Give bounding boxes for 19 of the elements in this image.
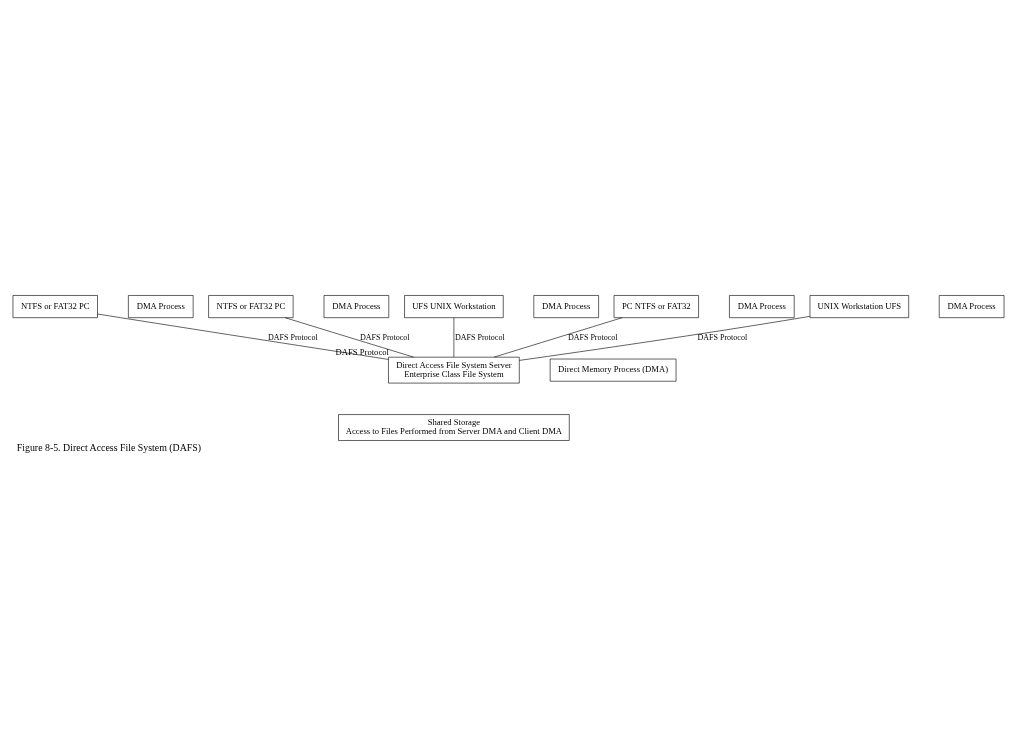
node-box: DMA Process xyxy=(533,294,599,318)
node-box: Direct Access File System Server Enterprise Class File System xyxy=(388,356,520,383)
connector xyxy=(493,316,623,357)
node-box: DMA Process xyxy=(128,294,194,318)
node-box: Shared Storage Access to Files Performed from Server DMA and Client DMA xyxy=(338,413,570,441)
node-box: PC NTFS or FAT32 xyxy=(613,294,699,318)
node-box: DMA Process xyxy=(729,294,795,318)
node-label: DAFS Protocol xyxy=(335,346,389,357)
caption: Figure 8-5. Direct Access File System (DAFS) xyxy=(16,441,202,453)
node-box: Direct Memory Process (DMA) xyxy=(549,358,677,382)
connector xyxy=(519,315,811,361)
node-box: NTFS or FAT32 PC xyxy=(208,294,294,318)
node-box: DMA Process xyxy=(323,294,390,318)
node-box: UFS UNIX Workstation xyxy=(404,294,504,318)
node-box: NTFS or FAT32 PC xyxy=(12,294,98,318)
node-box: UNIX Workstation UFS xyxy=(809,294,909,318)
node-box: DMA Process xyxy=(938,294,1005,318)
connector xyxy=(284,316,414,357)
connector xyxy=(97,313,389,360)
